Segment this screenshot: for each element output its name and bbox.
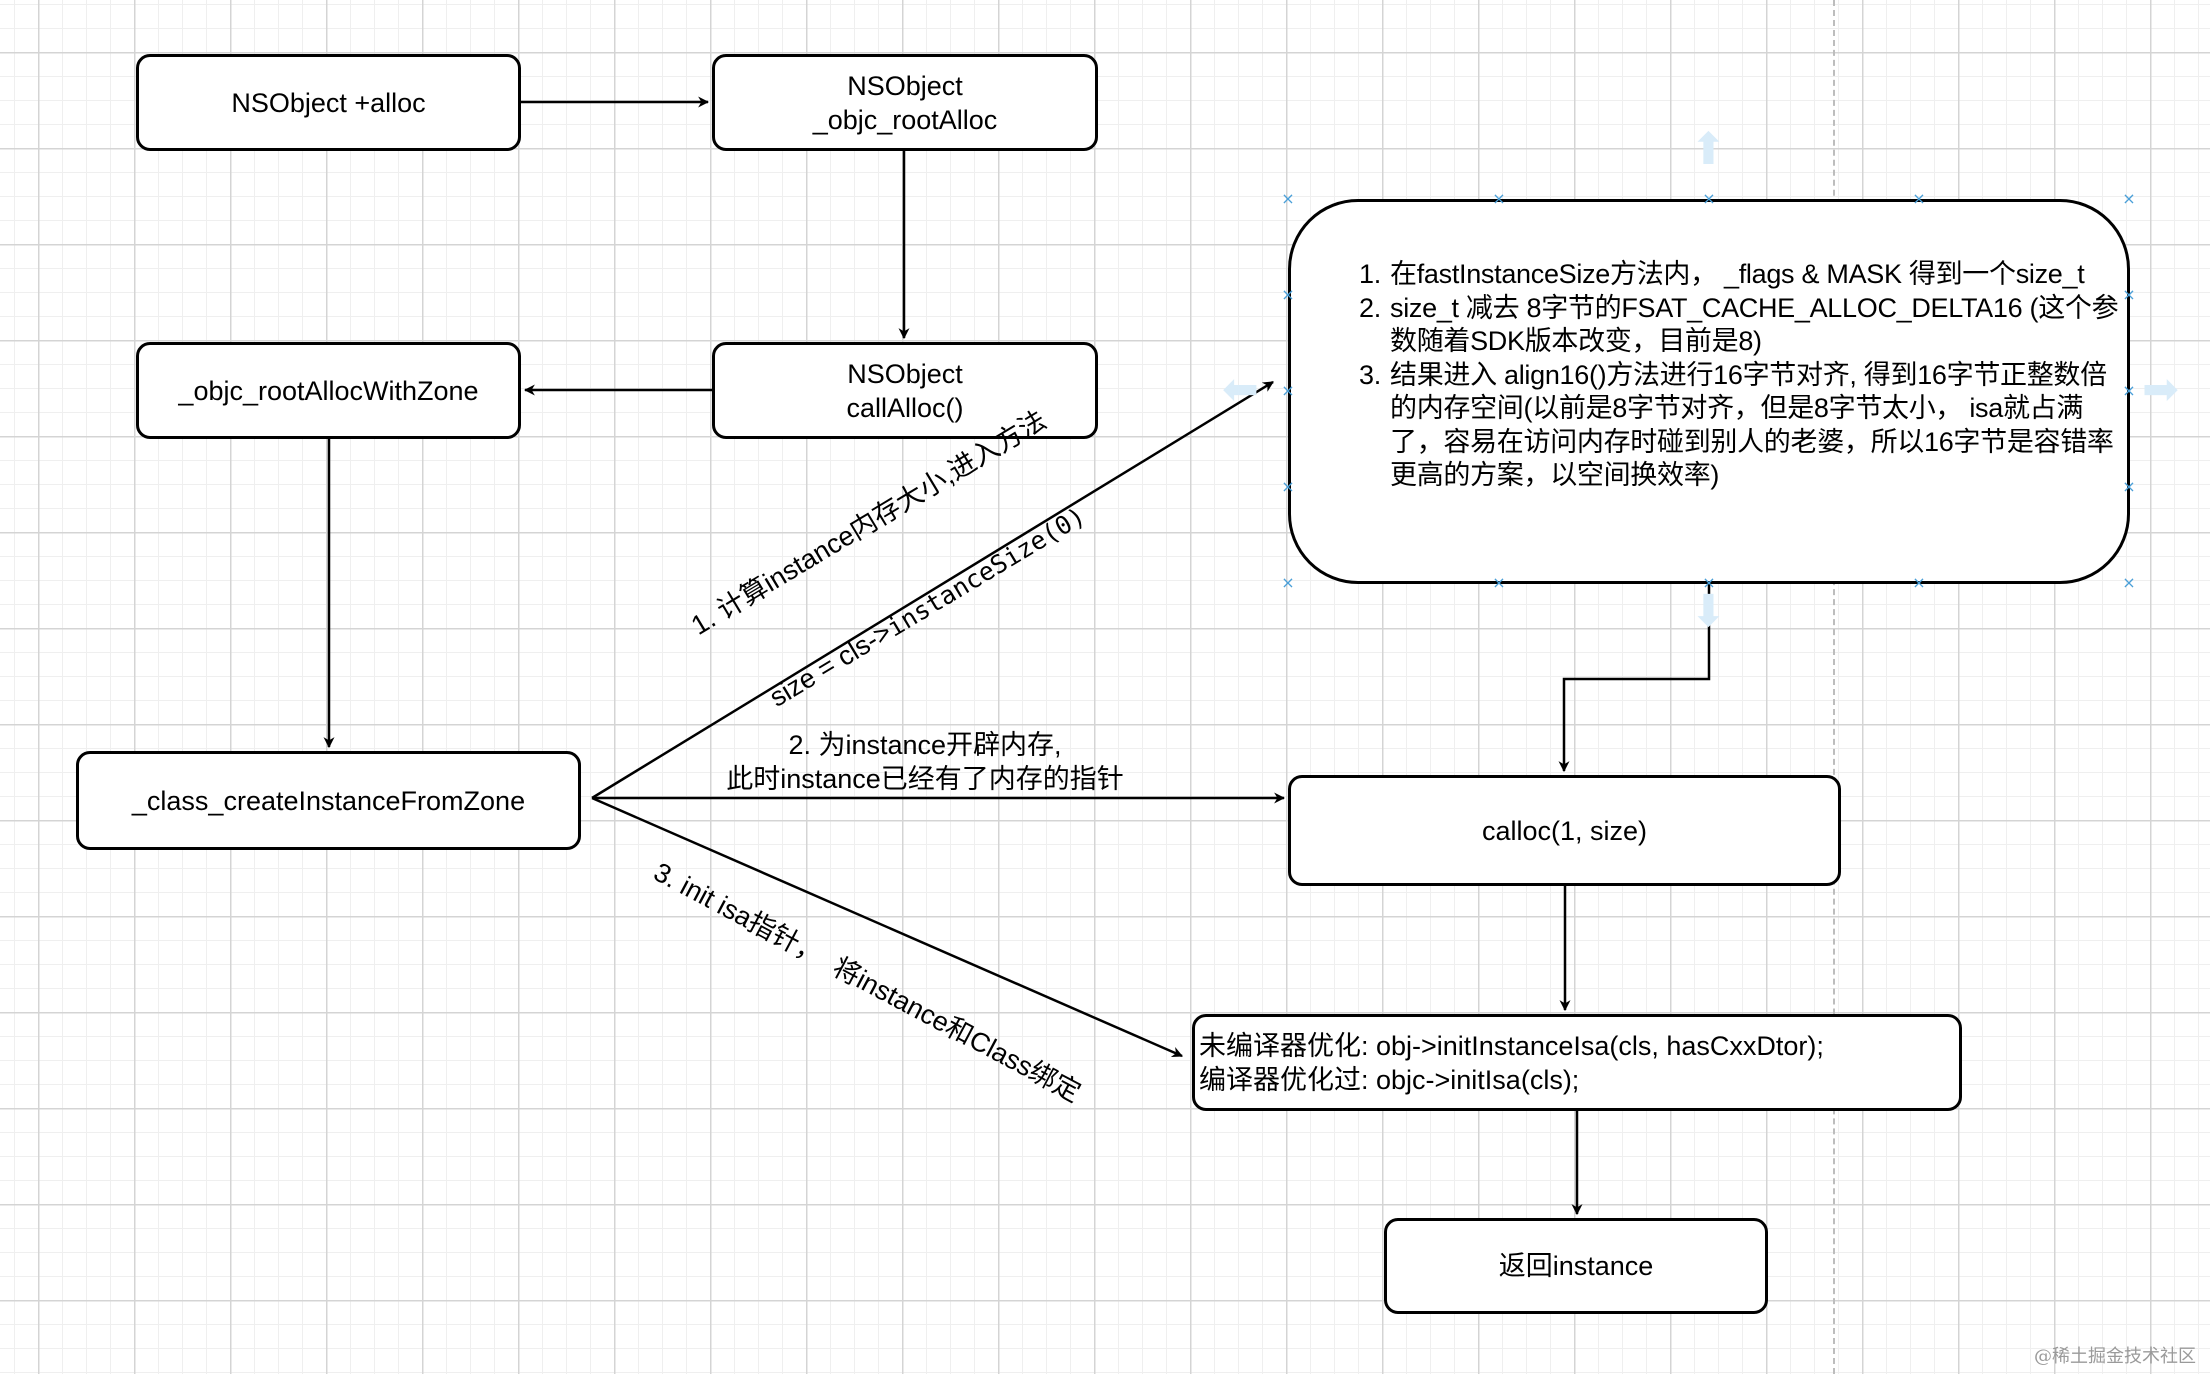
size-step: 2. size_t 减去 8字节的FSAT_CACHE_ALLOC_DELTA1… <box>1359 292 2124 359</box>
node-label: 未编译器优化: obj->initInstanceIsa(cls, hasCxx… <box>1199 1030 1824 1095</box>
node-return-instance[interactable]: 返回instance <box>1384 1218 1768 1314</box>
selection-handle-icon[interactable]: × <box>1912 189 1926 208</box>
node-label: NSObject _objc_rootAlloc <box>812 70 998 135</box>
node-label: calloc(1, size) <box>1481 815 1648 846</box>
node-label: _class_createInstanceFromZone <box>131 785 526 816</box>
selection-handle-icon[interactable]: × <box>2122 381 2136 400</box>
step-number: 1. <box>1359 259 1381 289</box>
step-text: size_t 减去 8字节的FSAT_CACHE_ALLOC_DELTA16 (… <box>1390 292 2119 357</box>
node-nsobject-callalloc[interactable]: NSObject callAlloc() <box>712 342 1098 439</box>
step-text: 在fastInstanceSize方法内， _flags & MASK 得到一个… <box>1390 259 2085 289</box>
selection-handle-icon[interactable]: × <box>1702 189 1716 208</box>
node-nsobject-alloc[interactable]: NSObject +alloc <box>136 54 521 151</box>
node-label: NSObject +alloc <box>231 87 426 118</box>
step-number: 2. <box>1359 292 1381 323</box>
edge-label-step2: 2. 为instance开辟内存, 此时instance已经有了内存的指针 <box>726 730 1124 794</box>
edge-sizenote-to-calloc[interactable] <box>1558 584 1711 773</box>
size-steps-list: 1. 在fastInstanceSize方法内， _flags & MASK 得… <box>1359 258 2124 493</box>
node-objc-rootallocwithzone[interactable]: _objc_rootAllocWithZone <box>136 342 521 439</box>
page-break-guide <box>1833 0 1835 1374</box>
step-text: 结果进入 align16()方法进行16字节对齐, 得到16字节正整数倍的内存空… <box>1390 359 2114 491</box>
ghost-arrow-down-icon[interactable]: ⬇ <box>1690 586 1727 637</box>
size-step: 1. 在fastInstanceSize方法内， _flags & MASK 得… <box>1359 258 2124 292</box>
selection-handle-icon[interactable]: × <box>2122 573 2136 592</box>
ghost-arrow-left-icon[interactable]: ⬅ <box>1222 364 1259 415</box>
node-class-createinstancefromzone[interactable]: _class_createInstanceFromZone <box>76 751 581 850</box>
node-calloc[interactable]: calloc(1, size) <box>1288 775 1841 886</box>
selection-handle-icon[interactable]: × <box>1492 189 1506 208</box>
edge-create-to-initisa[interactable] <box>591 796 1184 1058</box>
selection-handle-icon[interactable]: × <box>1281 381 1295 400</box>
node-size-calculation-note[interactable]: 1. 在fastInstanceSize方法内， _flags & MASK 得… <box>1288 199 2130 584</box>
ghost-arrow-right-icon[interactable]: ➡ <box>2142 364 2179 415</box>
selection-handle-icon[interactable]: × <box>2122 189 2136 208</box>
selection-handle-icon[interactable]: × <box>1912 573 1926 592</box>
node-label: _objc_rootAllocWithZone <box>178 375 479 406</box>
node-label: 返回instance <box>1498 1251 1654 1281</box>
watermark: @稀土掘金技术社区 <box>2034 1346 2196 1367</box>
edge-create-to-sizenote[interactable] <box>591 380 1274 800</box>
selection-handle-icon[interactable]: × <box>1281 573 1295 592</box>
node-label: NSObject callAlloc() <box>846 358 964 423</box>
selection-handle-icon[interactable]: × <box>1281 477 1295 496</box>
node-objc-rootalloc[interactable]: NSObject _objc_rootAlloc <box>712 54 1098 151</box>
selection-handle-icon[interactable]: × <box>1702 573 1716 592</box>
selection-handle-icon[interactable]: × <box>2122 285 2136 304</box>
ghost-arrow-up-icon[interactable]: ⬆ <box>1690 124 1727 175</box>
selection-handle-icon[interactable]: × <box>1281 285 1295 304</box>
node-init-isa[interactable]: 未编译器优化: obj->initInstanceIsa(cls, hasCxx… <box>1192 1014 1962 1111</box>
selection-handle-icon[interactable]: × <box>1281 189 1295 208</box>
selection-handle-icon[interactable]: × <box>2122 477 2136 496</box>
step-number: 3. <box>1359 359 1381 390</box>
selection-handle-icon[interactable]: × <box>1492 573 1506 592</box>
size-step: 3. 结果进入 align16()方法进行16字节对齐, 得到16字节正整数倍的… <box>1359 359 2124 493</box>
